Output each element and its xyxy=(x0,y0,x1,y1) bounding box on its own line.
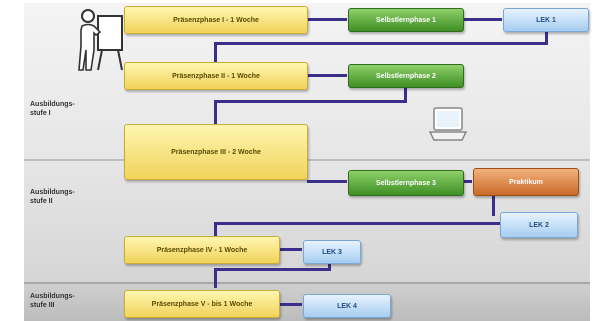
connector-to-p5 xyxy=(214,268,217,288)
presence-phase-5: Präsenzphase V - bis 1 Woche xyxy=(124,290,280,318)
presence-phase-4: Präsenzphase IV - 1 Woche xyxy=(124,236,280,264)
exam-lek-1: LEK 1 xyxy=(503,8,589,32)
connector-p2-s2 xyxy=(307,74,347,77)
self-study-phase-3: Selbstlernphase 3 xyxy=(348,170,464,196)
connector-p1-s1 xyxy=(307,18,347,21)
self-study-phase-2: Selbstlernphase 2 xyxy=(348,64,464,88)
connector-p5-l4 xyxy=(278,303,302,306)
stage-label-1: Ausbildungs- stufe I xyxy=(30,101,75,117)
exam-lek-3: LEK 3 xyxy=(303,240,361,264)
connector-l3-down xyxy=(328,262,331,270)
connector-s3-down xyxy=(492,194,495,216)
connector-to-p4 xyxy=(214,222,217,238)
practicum: Praktikum xyxy=(473,168,579,196)
connector-l1-back xyxy=(214,42,548,45)
connector-s3-pr xyxy=(463,180,472,183)
connector-s2-down xyxy=(404,86,407,102)
stage-label-2: Ausbildungs- stufe II xyxy=(30,189,75,205)
connector-p3-s3 xyxy=(307,180,347,183)
presence-phase-1: Präsenzphase I - 1 Woche xyxy=(124,6,308,34)
connector-s2-back xyxy=(214,100,407,103)
connector-to-p2 xyxy=(214,42,217,64)
exam-lek-4: LEK 4 xyxy=(303,294,391,318)
stage-label-3: Ausbildungs- stufe III xyxy=(30,293,75,309)
connector-l1-down xyxy=(545,30,548,44)
connector-to-p3 xyxy=(214,100,217,124)
self-study-phase-1: Selbstlernphase 1 xyxy=(348,8,464,32)
laptop-icon xyxy=(428,107,468,141)
connector-l3-back xyxy=(214,268,331,271)
exam-lek-2: LEK 2 xyxy=(500,212,578,238)
presence-phase-2: Präsenzphase II - 1 Woche xyxy=(124,62,308,90)
connector-l2-back xyxy=(214,222,500,225)
presence-phase-3: Präsenzphase III - 2 Woche xyxy=(124,124,308,180)
connector-s1-l1 xyxy=(464,18,502,21)
presenter-icon xyxy=(78,9,123,71)
connector-p4-l3 xyxy=(278,248,302,251)
